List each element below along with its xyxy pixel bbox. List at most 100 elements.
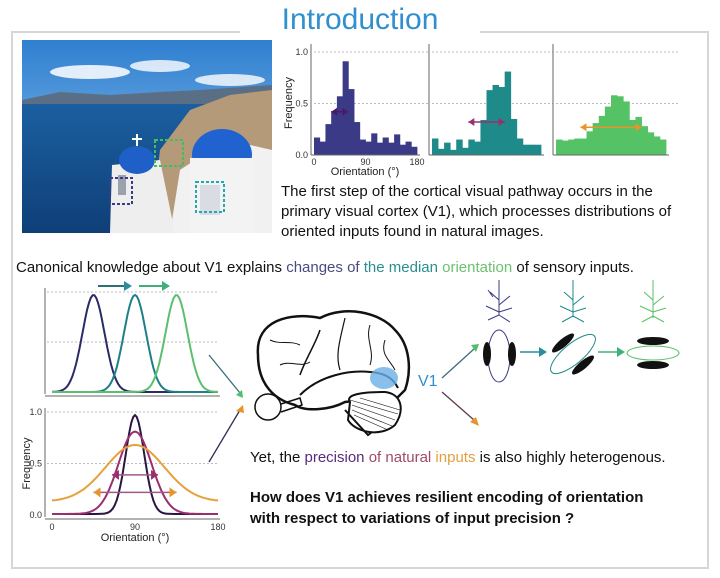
x-tick-label: 180: [409, 157, 424, 167]
neuron-icon: [559, 280, 587, 323]
histogram-bar: [314, 137, 321, 155]
brain-illustration: [254, 310, 411, 437]
arrow-right-icon: [617, 347, 625, 357]
histogram-bar: [462, 147, 469, 155]
patch-marker-purple: [109, 177, 133, 205]
x-axis-label: Orientation (°): [101, 532, 170, 544]
histogram-bar: [528, 144, 536, 155]
histogram-bar: [359, 139, 366, 155]
x-tick-label: 0: [311, 157, 316, 167]
histogram-bar: [604, 106, 612, 155]
histogram-bar: [371, 133, 378, 155]
arrow-right-icon: [539, 347, 547, 357]
x-tick-label: 0: [49, 522, 54, 532]
histogram-bar: [556, 139, 563, 155]
histogram-bar: [319, 141, 326, 155]
histogram-bar: [376, 142, 384, 155]
histogram-bar: [468, 139, 475, 155]
arrow-head-icon: [236, 390, 243, 398]
histogram-bar: [617, 96, 624, 155]
question-line: with respect to variations of input prec…: [249, 510, 574, 527]
histogram-bar: [394, 134, 401, 155]
patch-marker-green: [154, 139, 184, 167]
neuron-tuning-row: [483, 280, 680, 383]
curve-mean-45: [51, 294, 218, 393]
histogram-bar: [659, 139, 667, 155]
histogram-bar: [456, 139, 463, 155]
v1-region: [370, 367, 398, 389]
histogram-bar: [444, 142, 451, 155]
histogram-bar: [568, 139, 575, 155]
arrow-head-icon: [471, 344, 479, 352]
histogram-bar: [405, 141, 412, 155]
histogram-bar: [574, 138, 581, 155]
intro-paragraph: The first step of the cortical visual pa…: [281, 183, 672, 240]
curve-mean-90: [52, 293, 218, 393]
histogram-bar: [580, 138, 587, 155]
y-tick-label: 1.0: [295, 47, 308, 57]
y-axis-label: Frequency: [21, 437, 33, 489]
histogram-bar: [653, 136, 661, 155]
oblique-receptive-field: [550, 333, 596, 375]
arrow-head-icon: [236, 405, 244, 413]
histogram-bar: [365, 141, 372, 155]
histogram-bar: [534, 144, 542, 155]
y-tick-label: 0.5: [295, 99, 308, 109]
connector-arrow: [208, 354, 241, 394]
histogram-bar: [598, 115, 606, 155]
histogram-bar: [388, 142, 395, 155]
histogram-bar: [354, 122, 361, 155]
vertical-receptive-field: [487, 329, 511, 383]
research-question: How does V1 achieves resilient encoding …: [249, 489, 643, 527]
santorini-photo: [22, 40, 272, 233]
connector-arrow: [208, 409, 241, 463]
x-tick-label: 90: [130, 522, 140, 532]
histogram-bar: [399, 144, 406, 155]
histogram-bar: [342, 61, 349, 155]
optic-nerve: [280, 397, 303, 413]
histogram-bar: [382, 137, 389, 155]
histogram-bar: [611, 95, 618, 155]
histogram-bar: [438, 148, 445, 155]
histogram-bar: [450, 149, 457, 155]
connector-arrow: [441, 348, 475, 379]
histogram-bar: [516, 138, 524, 155]
histogram-bar: [325, 124, 332, 155]
arrow-right-icon: [124, 281, 132, 291]
y-tick-label: 0.0: [29, 510, 42, 520]
histogram-bar: [336, 96, 344, 155]
neuron-icon: [485, 280, 513, 323]
histogram-bar: [348, 89, 355, 155]
connector-arrow: [441, 391, 475, 421]
histogram-bar: [510, 118, 518, 155]
histogram-bar: [522, 144, 530, 155]
arrow-right-icon: [162, 281, 170, 291]
x-tick-label: 180: [210, 522, 225, 532]
histogram-bar: [647, 132, 655, 155]
histogram-bar: [411, 146, 418, 155]
y-tick-label: 1.0: [29, 407, 42, 417]
horizontal-receptive-field: [626, 345, 680, 361]
histogram-bar: [629, 119, 636, 155]
histogram-bar: [474, 141, 481, 155]
slide-title: Introduction: [282, 3, 439, 36]
histogram-bar: [641, 126, 649, 155]
precision-statement: Yet, the precision of natural inputs is …: [250, 449, 666, 466]
curve-low-precision: [51, 443, 219, 502]
x-tick-label: 90: [360, 157, 370, 167]
curve-mid-precision: [52, 430, 218, 515]
patch-marker-teal: [195, 181, 225, 213]
histogram-bar: [492, 84, 500, 155]
histogram-bar: [635, 116, 642, 155]
arrow-head-icon: [331, 107, 349, 116]
x-axis-label: Orientation (°): [331, 166, 400, 178]
v1-label: V1: [418, 373, 438, 390]
y-tick-label: 0.0: [295, 150, 308, 160]
arrow-head-icon: [470, 417, 479, 426]
y-tick-label: 0.5: [29, 459, 42, 469]
eye-icon: [254, 393, 282, 421]
histogram-bar: [592, 123, 600, 155]
histogram-bar: [562, 140, 569, 155]
